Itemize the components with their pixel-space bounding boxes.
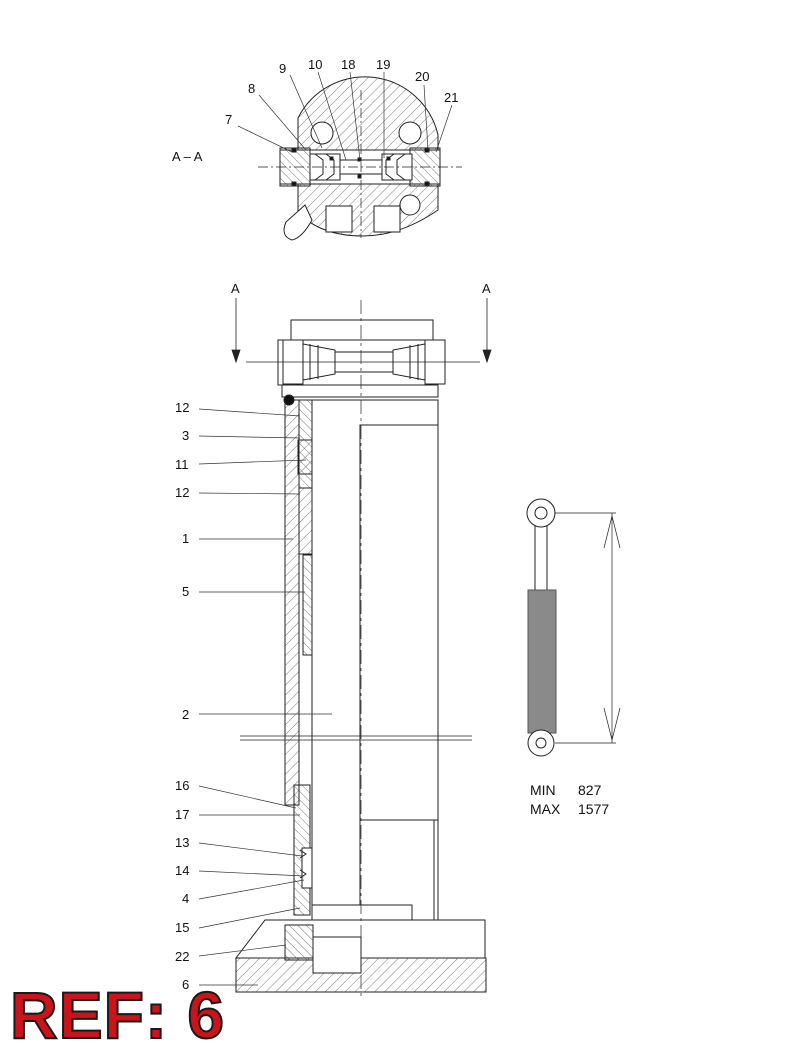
callout-3: 3 — [182, 428, 189, 443]
section-aa-view — [258, 76, 462, 241]
section-marker-right: A — [482, 281, 491, 296]
section-leaders — [237, 71, 453, 161]
callout-18: 18 — [341, 57, 355, 72]
max-value: 1577 — [578, 801, 609, 817]
section-markers — [231, 298, 492, 364]
ref-label: REF: 6 — [9, 978, 226, 1052]
callout-20: 20 — [415, 69, 429, 84]
max-label: MAX — [530, 801, 561, 817]
min-label: MIN — [530, 782, 556, 798]
callout-11: 11 — [175, 457, 189, 472]
cylinder-main-view — [234, 300, 487, 1000]
callout-14: 14 — [175, 863, 189, 878]
section-title: A – A — [172, 149, 203, 164]
callout-5: 5 — [182, 584, 189, 599]
callout-16: 16 — [175, 778, 189, 793]
callout-19: 19 — [376, 57, 390, 72]
min-value: 827 — [578, 782, 602, 798]
section-marker-left: A — [231, 281, 240, 296]
callout-8: 8 — [248, 81, 255, 96]
callout-12-lower: 12 — [175, 485, 189, 500]
callout-7: 7 — [225, 112, 232, 127]
callout-22: 22 — [175, 949, 189, 964]
callout-2: 2 — [182, 707, 189, 722]
callout-1: 1 — [182, 531, 189, 546]
callout-4: 4 — [182, 891, 189, 906]
callout-17: 17 — [175, 807, 189, 822]
callout-21: 21 — [444, 90, 458, 105]
callout-9: 9 — [279, 61, 286, 76]
callout-15: 15 — [175, 920, 189, 935]
callout-13: 13 — [175, 835, 189, 850]
callout-6: 6 — [182, 977, 189, 992]
callout-12-top: 12 — [175, 400, 189, 415]
main-leaders — [198, 408, 332, 986]
stroke-schematic — [526, 498, 621, 757]
callout-10: 10 — [308, 57, 322, 72]
